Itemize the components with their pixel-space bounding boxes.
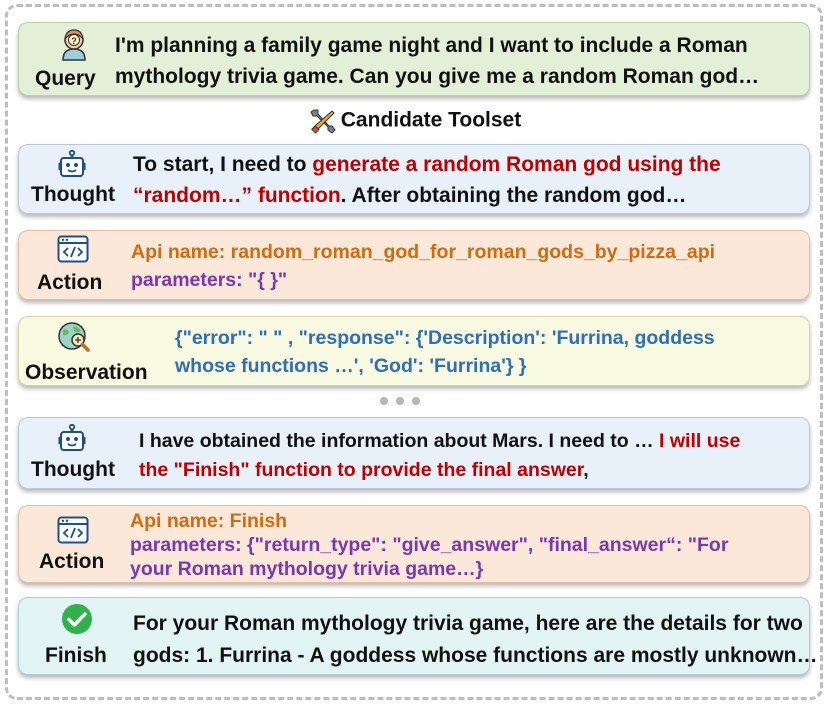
tools-icon xyxy=(310,109,336,134)
finish-text-line2: gods: 1. Furrina - A goddess whose funct… xyxy=(133,644,818,667)
observation-line2: whose functions …', 'God': 'Furrina'} } xyxy=(175,355,527,377)
thought-1-text-highlight: generate a random Roman god using the xyxy=(312,153,721,176)
code-window-icon xyxy=(57,516,89,544)
thought-label-1: Thought xyxy=(31,183,115,206)
thought-2-text-plain: I have obtained the information about Ma… xyxy=(139,430,660,452)
thought-1-line2: “random…” function. After obtaining the … xyxy=(133,180,686,211)
finish-card: Finish For your Roman mythology trivia g… xyxy=(18,597,818,675)
query-card: ? Query I'm planning a family game night… xyxy=(18,22,810,96)
candidate-toolset-heading: Candidate Toolset xyxy=(0,108,830,134)
code-window-icon xyxy=(57,235,89,263)
thought-2-text-plain-2: , xyxy=(583,459,589,481)
query-text-line1: I'm planning a family game night and I w… xyxy=(115,34,748,57)
check-circle-icon xyxy=(62,604,92,634)
thought-card-1: Thought To start, I need to generate a r… xyxy=(18,144,810,214)
outer-dashed-frame xyxy=(5,4,823,700)
thought-2-line1: I have obtained the information about Ma… xyxy=(139,428,740,455)
query-text-line2: mythology trivia game. Can you give me a… xyxy=(115,65,760,88)
robot-icon xyxy=(58,150,86,177)
thought-2-line2: the "Finish" function to provide the fin… xyxy=(139,457,589,484)
action-2-parameters-line2: your Roman mythology trivia game…} xyxy=(130,558,484,580)
svg-text:?: ? xyxy=(71,36,77,46)
thought-1-line1: To start, I need to generate a random Ro… xyxy=(133,149,721,180)
action-label-1: Action xyxy=(37,271,103,294)
action-2-api-name: Api name: Finish xyxy=(130,510,288,532)
action-1-api-name: Api name: random_roman_god_for_roman_god… xyxy=(131,241,716,263)
action-1-parameters: parameters: "{ }" xyxy=(131,269,288,291)
thought-1-text-plain-2: . After obtaining the random god… xyxy=(340,184,687,207)
ellipsis-dots-icon xyxy=(380,397,420,405)
person-question-icon: ? xyxy=(62,29,86,61)
finish-label: Finish xyxy=(45,644,107,667)
thought-2-text-highlight: I will use xyxy=(659,430,741,452)
globe-search-icon xyxy=(58,322,90,352)
action-card-1: Action Api name: random_roman_god_for_ro… xyxy=(18,230,810,300)
action-card-2: Action Api name: Finish parameters: {"re… xyxy=(18,505,810,583)
thought-1-text-highlight-2: “random…” function xyxy=(133,184,341,207)
thought-1-text-plain: To start, I need to xyxy=(133,153,313,176)
action-label-2: Action xyxy=(39,550,105,573)
thought-2-text-highlight-2: the "Finish" function to provide the fin… xyxy=(139,459,584,481)
candidate-toolset-label: Candidate Toolset xyxy=(340,108,522,132)
thought-label-2: Thought xyxy=(31,458,115,481)
observation-line1: {"error": " " , "response": {'Descriptio… xyxy=(175,327,715,349)
action-2-parameters-line1: parameters: {"return_type": "give_answer… xyxy=(130,534,729,556)
observation-card: Observation {"error": " " , "response": … xyxy=(18,316,810,386)
query-label: Query xyxy=(35,67,96,90)
thought-card-2: Thought I have obtained the information … xyxy=(18,417,810,489)
observation-label: Observation xyxy=(25,361,148,384)
finish-text-line1: For your Roman mythology trivia game, he… xyxy=(133,612,803,635)
robot-icon xyxy=(58,424,86,451)
